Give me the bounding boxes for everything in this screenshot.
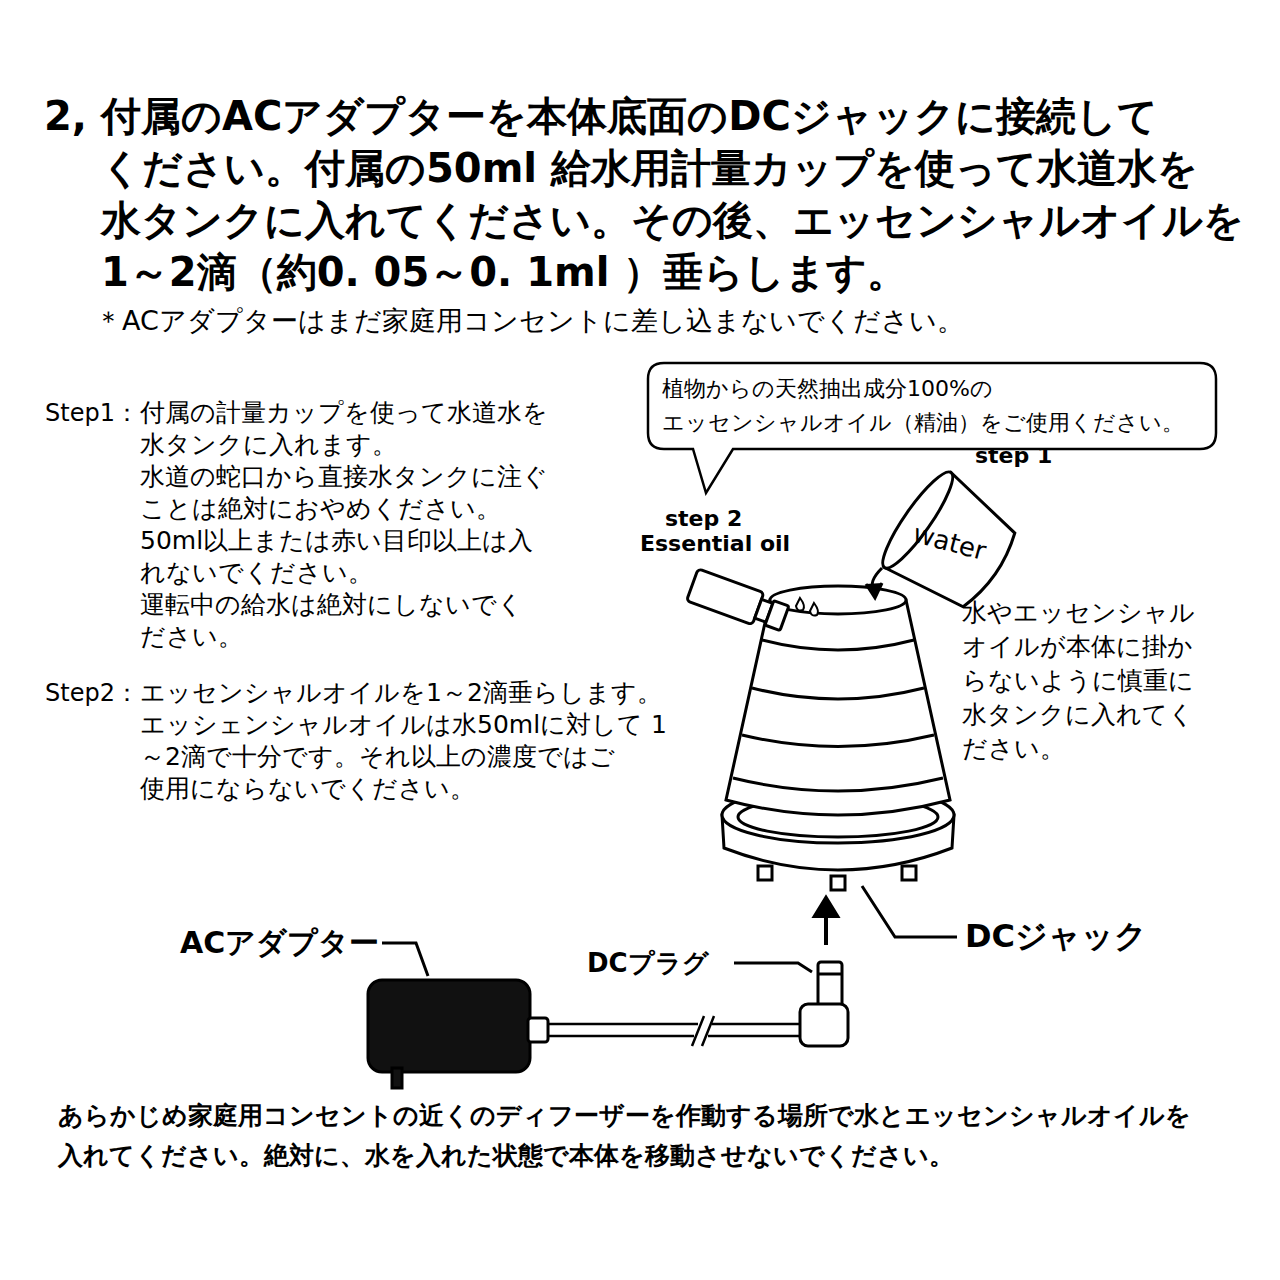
diffuser-tank <box>762 640 914 650</box>
leader-lines <box>734 963 812 972</box>
step-text: 付属の計量カップを使って水道水を 水タンクに入れます。 <box>140 397 590 461</box>
oil-bottle <box>687 569 764 625</box>
step-text: 50ml以上または赤い目印以上は入 れないでください。 <box>140 525 590 589</box>
dc-plug <box>818 973 842 976</box>
dc-plug <box>800 1004 848 1046</box>
diffuser-tank <box>726 586 950 815</box>
diffuser-tank <box>752 688 924 699</box>
diffuser-tank <box>726 600 950 815</box>
ac-adapter <box>392 1068 402 1088</box>
dc-plug <box>800 962 848 1046</box>
cable <box>548 1024 800 1036</box>
step-text: エッセンシャルオイルを1～2滴垂らします。 <box>140 677 670 709</box>
step-heading: Step2： <box>45 677 139 709</box>
oil-drops <box>810 603 818 616</box>
part-label: DCプラグ <box>587 947 709 980</box>
note: ＊ACアダプターはまだ家庭用コンセントに差し込まないでください。 <box>95 304 964 338</box>
diffuser-base <box>758 866 772 880</box>
cup-label: water <box>909 517 989 568</box>
caution-text: 水やエッセンシャル オイルが本体に掛か らないように慎重に 水タンクに入れてく … <box>962 596 1212 766</box>
dc-plug <box>818 962 842 1008</box>
heading: 2, 付属のACアダプターを本体底面のDCジャックに接続して ください。付属の5… <box>44 90 1254 298</box>
leader-lines <box>862 886 957 937</box>
up-arrow <box>815 898 837 945</box>
ac-adapter <box>528 1018 548 1042</box>
pour-arrow <box>866 568 882 598</box>
oil-drops <box>796 598 818 616</box>
diffuser-base <box>902 866 916 880</box>
bubble-shape <box>648 363 1216 493</box>
oil-bottle <box>765 601 789 631</box>
cable <box>692 1016 714 1046</box>
diffuser-tank <box>742 735 934 747</box>
oil-drops <box>796 598 804 611</box>
up-arrow <box>824 914 828 945</box>
pour-arrow <box>866 583 882 598</box>
part-label: ACアダプター <box>180 924 379 962</box>
oil-bottle <box>687 569 791 634</box>
speech-bubble: 植物からの天然抽出成分100%の エッセンシャルオイル（精油）をご使用ください。 <box>648 363 1216 449</box>
step-text: 運転中の給水は絶対にしないでく ださい。 <box>140 589 590 653</box>
ac-adapter <box>368 980 530 1072</box>
step-text: エッシェンシャルオイルは水50mlに対して 1～2滴で十分です。それ以上の濃度で… <box>140 709 670 805</box>
step-tag: step 2 <box>665 505 742 533</box>
leader-lines <box>382 943 428 976</box>
step-heading: Step1： <box>45 397 139 429</box>
cable <box>548 1016 800 1046</box>
bubble-text: 植物からの天然抽出成分100%の エッセンシャルオイル（精油）をご使用ください。 <box>662 372 1202 440</box>
step-text: 水道の蛇口から直接水タンクに注ぐ ことは絶対におやめください。 <box>140 461 590 525</box>
bubble-outline <box>648 363 1216 449</box>
diffuser-tank <box>733 778 943 791</box>
step-tag: Essential oil <box>640 530 790 558</box>
diffuser-tank <box>770 586 906 614</box>
step-text-column: エッセンシャルオイルを1～2滴垂らします。エッシェンシャルオイルは水50mlに対… <box>140 677 670 805</box>
bottom-note: あらかじめ家庭用コンセントの近くのディフーザーを作動する場所で水とエッセンシャル… <box>58 1096 1228 1176</box>
ac-adapter <box>368 980 548 1088</box>
up-arrow <box>815 898 837 916</box>
step-text-column: 付属の計量カップを使って水道水を 水タンクに入れます。水道の蛇口から直接水タンク… <box>140 397 590 653</box>
diffuser-base <box>831 876 845 890</box>
part-label: DCジャック <box>965 916 1147 956</box>
